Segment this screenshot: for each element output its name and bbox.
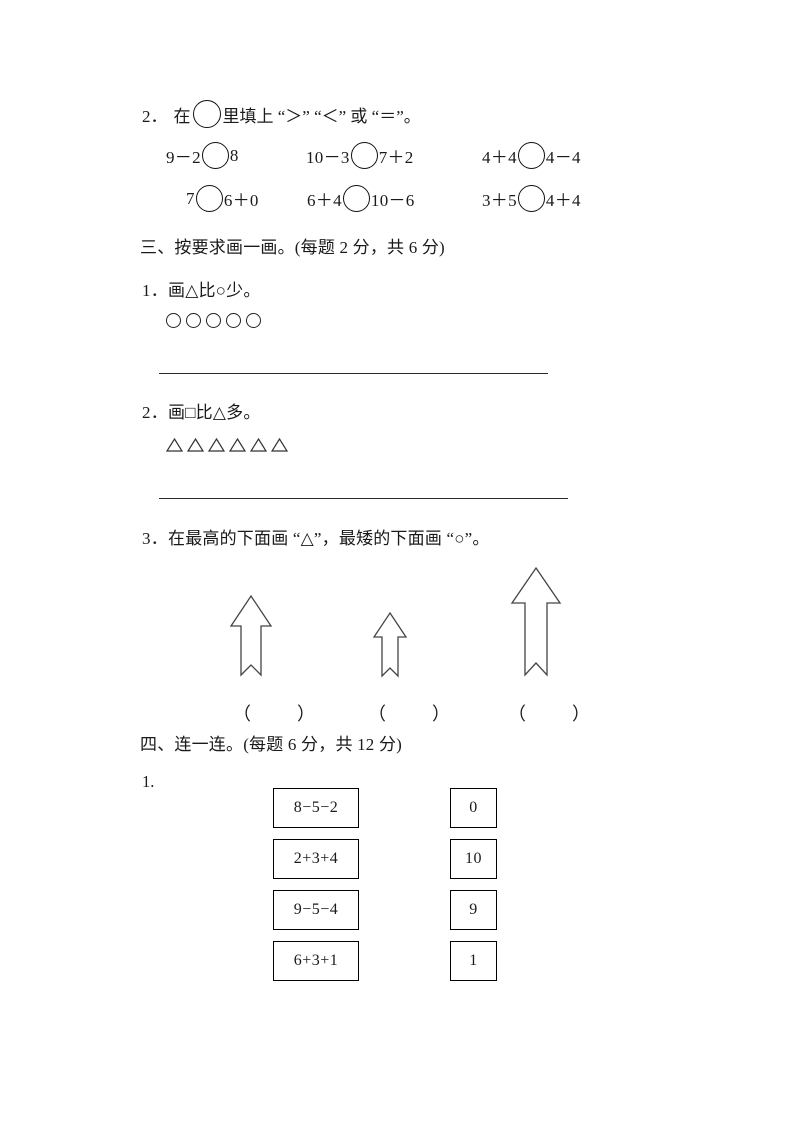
compare-left-expression: 9－2 xyxy=(166,148,201,167)
compare-item-heading: 2． 在 里填上 “＞” “＜” 或 “＝”。 xyxy=(142,100,421,128)
compare-right-expression: 8 xyxy=(229,145,239,165)
compare-left-expression: 7 xyxy=(186,188,195,208)
comparison-circle-input[interactable] xyxy=(342,185,370,212)
comparison-circle-input[interactable] xyxy=(350,142,378,169)
triangle-icon xyxy=(270,437,289,452)
answer-slot-arrow-3[interactable]: （ ） xyxy=(508,704,604,724)
compare-row-1-col-2: 10－3 7＋2 xyxy=(306,142,414,169)
section-four-heading: 四、连一连。(每题 6 分，共 12 分) xyxy=(140,735,403,754)
match-left-box-1[interactable]: 8−5−2 xyxy=(273,788,359,828)
section-four-item-1-number: 1. xyxy=(142,772,155,791)
compare-right-expression: 4－4 xyxy=(545,148,581,167)
compare-left-expression: 3＋5 xyxy=(482,191,517,210)
answer-slot-arrow-2[interactable]: （ ） xyxy=(368,704,464,724)
compare-prompt-after: 里填上 “＞” “＜” 或 “＝”。 xyxy=(222,106,421,126)
arrow-tall-icon xyxy=(510,566,562,677)
match-right-box-1[interactable]: 0 xyxy=(450,788,497,828)
circle-shape-row xyxy=(166,313,266,328)
section-three-item-1-number: 1． xyxy=(142,281,168,300)
compare-row-1-col-1: 9－2 8 xyxy=(166,142,239,169)
section-three-item-3-number: 3． xyxy=(142,529,168,548)
comparison-circle-input[interactable] xyxy=(517,142,545,169)
answer-slot-arrow-1[interactable]: （ ） xyxy=(233,704,329,724)
circle-icon xyxy=(226,313,241,328)
compare-right-expression: 7＋2 xyxy=(378,148,414,167)
match-left-box-4[interactable]: 6+3+1 xyxy=(273,941,359,981)
section-three-item-2-number: 2． xyxy=(142,403,168,422)
match-left-box-2[interactable]: 2+3+4 xyxy=(273,839,359,879)
section-three-item-1-prompt: 画△比○少。 xyxy=(168,281,261,300)
compare-item-number: 2． xyxy=(142,106,168,126)
triangle-icon xyxy=(249,437,268,452)
triangle-icon xyxy=(228,437,247,452)
compare-right-expression: 10－6 xyxy=(370,191,415,210)
match-right-box-2[interactable]: 10 xyxy=(450,839,497,879)
compare-left-expression: 6＋4 xyxy=(307,191,342,210)
match-left-box-3[interactable]: 9−5−4 xyxy=(273,890,359,930)
triangle-icon xyxy=(186,437,205,452)
circle-placeholder-icon xyxy=(192,100,221,128)
section-three-item-3-prompt: 在最高的下面画 “△”，最矮的下面画 “○”。 xyxy=(168,529,490,548)
match-right-box-3[interactable]: 9 xyxy=(450,890,497,930)
answer-line-item-1[interactable] xyxy=(159,373,548,375)
compare-row-2-col-2: 6＋4 10－6 xyxy=(307,185,415,212)
compare-row-2-col-1: 7 6＋0 xyxy=(186,185,259,212)
arrow-short-icon xyxy=(372,611,408,678)
compare-left-expression: 10－3 xyxy=(306,148,350,167)
compare-row-2-col-3: 3＋5 4＋4 xyxy=(482,185,581,212)
circle-icon xyxy=(246,313,261,328)
compare-row-1-col-3: 4＋4 4－4 xyxy=(482,142,581,169)
circle-icon xyxy=(206,313,221,328)
triangle-shape-row xyxy=(165,437,292,452)
compare-right-expression: 6＋0 xyxy=(223,191,259,210)
compare-right-expression: 4＋4 xyxy=(545,191,581,210)
compare-left-expression: 4＋4 xyxy=(482,148,517,167)
circle-icon xyxy=(186,313,201,328)
compare-prompt-before: 在 xyxy=(173,106,191,126)
section-three-heading: 三、按要求画一画。(每题 2 分，共 6 分) xyxy=(140,238,445,257)
match-right-box-4[interactable]: 1 xyxy=(450,941,497,981)
comparison-circle-input[interactable] xyxy=(195,185,223,212)
section-three-item-2-prompt: 画□比△多。 xyxy=(168,403,261,422)
answer-line-item-2[interactable] xyxy=(159,498,568,500)
triangle-icon xyxy=(207,437,226,452)
arrow-medium-icon xyxy=(229,594,273,677)
circle-icon xyxy=(166,313,181,328)
comparison-circle-input[interactable] xyxy=(517,185,545,212)
comparison-circle-input[interactable] xyxy=(201,142,229,169)
triangle-icon xyxy=(165,437,184,452)
